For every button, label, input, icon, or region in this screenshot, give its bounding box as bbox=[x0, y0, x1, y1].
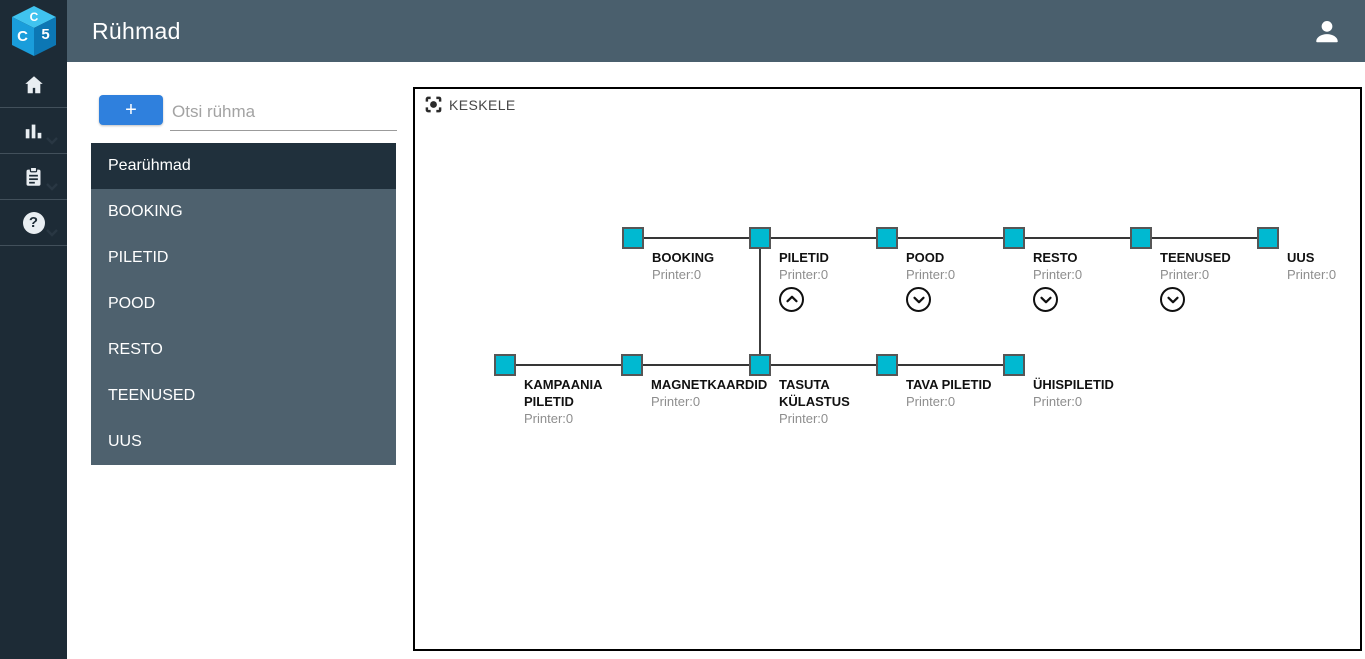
node-label: PILETID Printer:0 bbox=[779, 249, 829, 312]
svg-text:5: 5 bbox=[41, 26, 49, 43]
node-title: POOD bbox=[906, 250, 945, 265]
expand-toggle-icon[interactable] bbox=[1033, 287, 1058, 312]
group-node[interactable] bbox=[749, 227, 771, 249]
node-printer-count: Printer:0 bbox=[1160, 267, 1210, 282]
node-title: TEENUSED bbox=[1160, 250, 1231, 265]
center-view-button[interactable]: KESKELE bbox=[425, 96, 516, 113]
node-printer-count: Printer:0 bbox=[1033, 267, 1083, 282]
group-list-item[interactable]: PILETID bbox=[108, 249, 169, 266]
node-label: ÜHISPILETID Printer:0 bbox=[1033, 376, 1114, 410]
chevron-down-icon bbox=[46, 229, 58, 237]
node-label: MAGNETKAARDID Printer:0 bbox=[651, 376, 767, 410]
search-group-input[interactable] bbox=[170, 98, 397, 131]
chevron-down-icon bbox=[46, 183, 58, 191]
top-header: Rühmad bbox=[67, 0, 1365, 62]
svg-text:C: C bbox=[29, 10, 38, 24]
node-printer-count: Printer:0 bbox=[652, 267, 702, 282]
node-label: TAVA PILETID Printer:0 bbox=[906, 376, 991, 410]
group-node[interactable] bbox=[749, 354, 771, 376]
sidebar-item-home[interactable] bbox=[0, 62, 67, 108]
node-printer-count: Printer:0 bbox=[1033, 394, 1083, 409]
help-icon: ? bbox=[22, 211, 45, 234]
diagram-lines bbox=[494, 227, 1279, 376]
group-list-item[interactable]: BOOKING bbox=[108, 203, 183, 220]
svg-text:C: C bbox=[17, 28, 28, 45]
node-title: RESTO bbox=[1033, 250, 1078, 265]
node-label: UUS Printer:0 bbox=[1287, 249, 1336, 283]
node-title: BOOKING bbox=[652, 250, 715, 265]
node-title: TAVA PILETID bbox=[906, 377, 992, 392]
node-printer-count: Printer:0 bbox=[1287, 267, 1337, 282]
clipboard-icon bbox=[26, 166, 41, 186]
group-node[interactable] bbox=[876, 354, 898, 376]
chevron-down-icon bbox=[46, 137, 58, 145]
group-list-item[interactable]: UUS bbox=[108, 433, 142, 450]
node-title: UUS bbox=[1287, 250, 1315, 265]
sidebar-item-help[interactable]: ? bbox=[0, 200, 67, 246]
collapse-toggle-icon[interactable] bbox=[779, 287, 804, 312]
search-wrap bbox=[170, 98, 397, 131]
diagram-labels: BOOKING Printer:0 PILETID Printer:0 POOD Prin… bbox=[415, 89, 1360, 649]
node-printer-count: Printer:0 bbox=[524, 411, 574, 426]
group-node[interactable] bbox=[621, 354, 643, 376]
group-list-item[interactable]: RESTO bbox=[108, 341, 163, 358]
group-node[interactable] bbox=[1003, 354, 1025, 376]
node-printer-count: Printer:0 bbox=[906, 267, 956, 282]
node-label: POOD Printer:0 bbox=[906, 249, 955, 312]
group-node[interactable] bbox=[494, 354, 516, 376]
cube-logo-icon: C C 5 bbox=[11, 6, 56, 56]
node-label: RESTO Printer:0 bbox=[1033, 249, 1082, 312]
node-printer-count: Printer:0 bbox=[779, 267, 829, 282]
add-group-button[interactable]: + bbox=[99, 95, 163, 125]
group-node[interactable] bbox=[1257, 227, 1279, 249]
group-node[interactable] bbox=[876, 227, 898, 249]
node-title: PILETID bbox=[779, 250, 829, 265]
group-list-item[interactable]: POOD bbox=[108, 295, 156, 312]
group-node[interactable] bbox=[622, 227, 644, 249]
home-icon bbox=[24, 75, 43, 93]
node-label: TEENUSED Printer:0 bbox=[1160, 249, 1231, 312]
node-title: ÜHISPILETID bbox=[1033, 377, 1114, 392]
sidebar-item-reports[interactable] bbox=[0, 154, 67, 200]
node-printer-count: Printer:0 bbox=[779, 411, 829, 426]
sidebar-item-stats[interactable] bbox=[0, 108, 67, 154]
node-title: MAGNETKAARDID bbox=[651, 377, 768, 392]
diagram-canvas[interactable]: BOOKING Printer:0 PILETID Printer:0 POOD Prin… bbox=[413, 87, 1362, 651]
node-label: BOOKING Printer:0 bbox=[652, 249, 714, 283]
group-node[interactable] bbox=[1130, 227, 1152, 249]
group-node[interactable] bbox=[1003, 227, 1025, 249]
center-focus-icon bbox=[425, 96, 442, 113]
center-view-label: KESKELE bbox=[449, 96, 516, 113]
page-title: Rühmad bbox=[92, 17, 181, 44]
icon-sidebar: C C 5 bbox=[0, 0, 67, 659]
group-list-item[interactable]: TEENUSED bbox=[108, 387, 196, 404]
expand-toggle-icon[interactable] bbox=[1160, 287, 1185, 312]
expand-toggle-icon[interactable] bbox=[906, 287, 931, 312]
node-printer-count: Printer:0 bbox=[906, 394, 956, 409]
bar-chart-icon bbox=[25, 124, 41, 138]
account-icon[interactable] bbox=[1312, 16, 1342, 46]
node-printer-count: Printer:0 bbox=[651, 394, 701, 409]
app-logo[interactable]: C C 5 bbox=[0, 0, 67, 62]
group-list-item[interactable]: Pearühmad bbox=[91, 143, 396, 189]
